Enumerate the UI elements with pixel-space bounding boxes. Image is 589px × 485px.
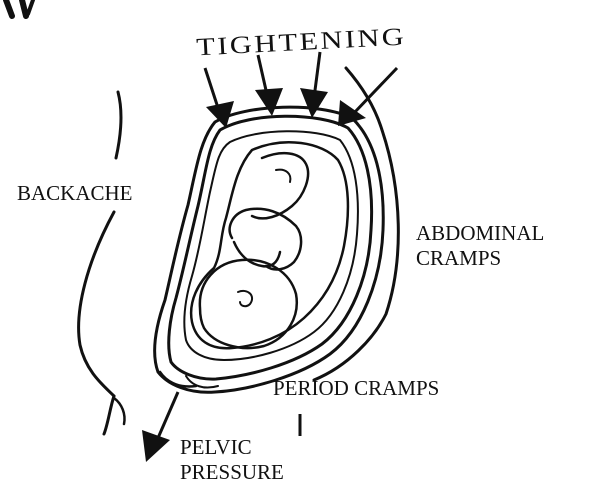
fetus-ear: [238, 291, 252, 306]
backache-label: BACKACHE: [17, 181, 133, 205]
pelvic-pressure-label-line1: PELVIC: [180, 435, 252, 459]
abdominal-cramps-label-line1: ABDOMINAL: [416, 221, 544, 245]
amniotic-sac: [184, 131, 358, 360]
pelvic-pressure-label-line2: PRESSURE: [180, 460, 284, 484]
top-left-marks: [6, 0, 33, 16]
fetus-head: [200, 260, 297, 348]
tightening-label: TIGHTENING: [196, 23, 407, 61]
uterus: [155, 107, 384, 392]
abdominal-cramps-label-line2: CRAMPS: [416, 246, 501, 270]
fetus-hand: [234, 242, 280, 266]
period-cramps-label: PERIOD CRAMPS: [273, 376, 439, 400]
pelvic-pressure-arrow: [142, 392, 178, 462]
